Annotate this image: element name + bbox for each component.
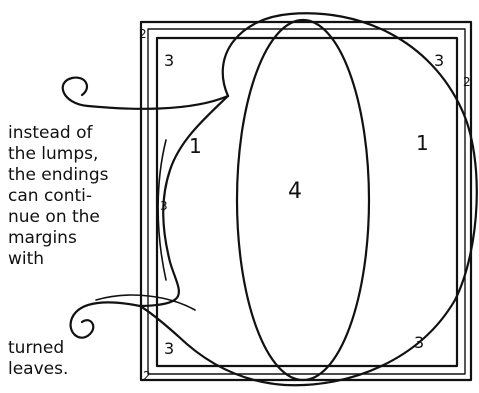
annotation-text-bottom: turned leaves.: [8, 338, 68, 380]
annotation-line: instead of: [8, 123, 108, 144]
annotation-line: the endings: [8, 165, 108, 186]
annotation-line: leaves.: [8, 359, 68, 380]
counter-oval: [237, 20, 369, 380]
number-right-body: 1: [416, 131, 429, 155]
number-left-edge: 3: [160, 199, 168, 213]
number-center-counter: 4: [288, 179, 302, 204]
number-left-body: 1: [189, 134, 202, 158]
annotation-line: margins: [8, 228, 108, 249]
upper-arm-inner-curve: [140, 96, 228, 306]
annotation-line: nue on the: [8, 207, 108, 228]
annotation-line: turned: [8, 338, 68, 359]
number-corner-bottom-left: 2: [143, 369, 151, 383]
number-inner-top-right: 3: [434, 51, 444, 70]
number-inner-top-left: 3: [164, 51, 174, 70]
annotation-line: can conti-: [8, 186, 108, 207]
number-corner-right: 2: [463, 75, 471, 89]
frame-outer-border: [141, 22, 471, 380]
number-corner-top-left: 2: [139, 27, 147, 41]
number-inner-bottom-left: 3: [164, 339, 174, 358]
lower-arm-outline: [71, 302, 140, 337]
letter-body-outline: [140, 13, 477, 385]
upper-arm-outline: [63, 78, 228, 109]
number-inner-bottom-right: 3: [414, 333, 424, 352]
annotation-line: the lumps,: [8, 144, 108, 165]
annotation-text-top: instead of the lumps, the endings can co…: [8, 123, 108, 270]
frame-inner-border: [157, 38, 457, 366]
frame-middle-border: [148, 29, 465, 374]
annotation-line: with: [8, 249, 108, 270]
